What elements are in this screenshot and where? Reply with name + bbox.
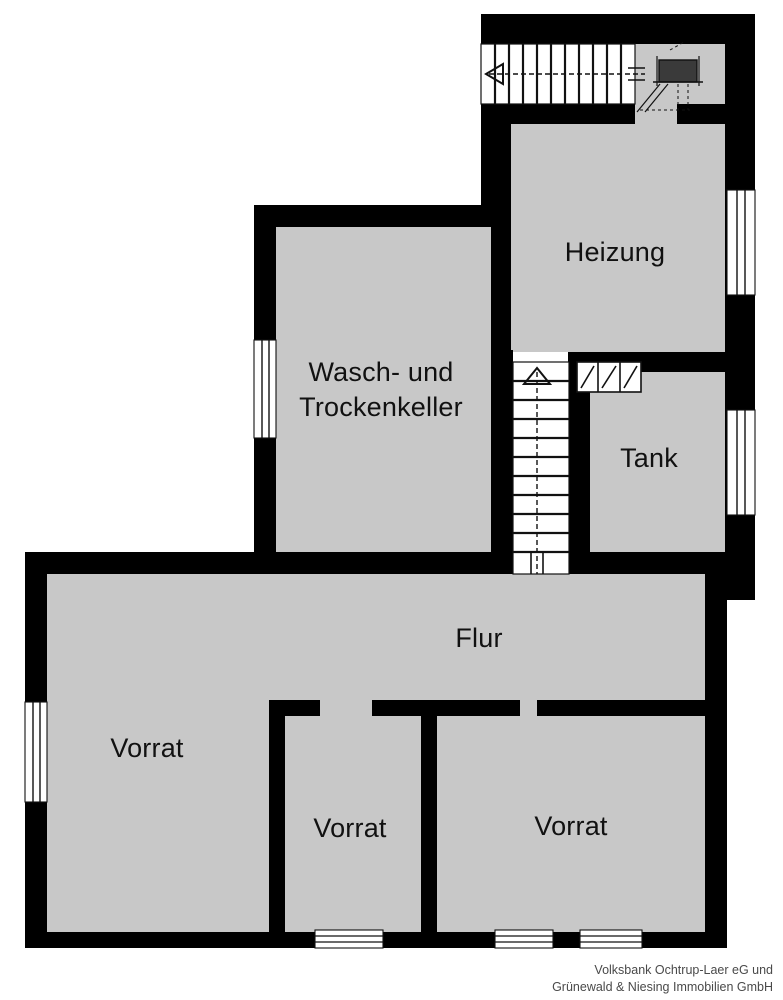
room-label-vorrat-1: Vorrat bbox=[110, 733, 184, 763]
room-labels: Heizung Tank Wasch- und Trockenkeller Fl… bbox=[110, 237, 678, 843]
room-fill-door-gap-a bbox=[269, 600, 285, 678]
room-fill-vorrat-2 bbox=[285, 716, 421, 932]
room-label-waschkeller-line1: Wasch- und bbox=[308, 357, 453, 387]
room-fill-vorrat-3 bbox=[437, 716, 705, 932]
stair-upper-direction-arrow bbox=[484, 62, 504, 86]
window-right-tank bbox=[726, 409, 756, 516]
stair-center bbox=[512, 361, 570, 575]
window-right-heizung bbox=[726, 189, 756, 296]
stair-center-direction-arrow bbox=[521, 366, 553, 385]
room-fill-heizung-lower bbox=[513, 300, 725, 352]
room-fill-tank bbox=[590, 372, 725, 552]
window-left-waschkeller bbox=[253, 339, 277, 439]
room-label-vorrat-2: Vorrat bbox=[313, 813, 387, 843]
windows bbox=[24, 189, 756, 949]
footer-credit-line-1: Volksbank Ochtrup-Laer eG und bbox=[594, 963, 773, 977]
room-label-vorrat-3: Vorrat bbox=[534, 811, 608, 841]
window-bottom-2 bbox=[494, 929, 554, 949]
room-fill-landing-drop bbox=[635, 104, 677, 124]
room-label-waschkeller-line2: Trockenkeller bbox=[299, 392, 463, 422]
room-fill-door-gap-c bbox=[520, 700, 537, 716]
window-left-vorrat bbox=[24, 701, 48, 803]
room-label-tank: Tank bbox=[620, 443, 678, 473]
room-fill-waschkeller bbox=[276, 227, 491, 552]
room-fills bbox=[47, 44, 725, 932]
room-label-heizung: Heizung bbox=[565, 237, 665, 267]
window-bottom-3 bbox=[579, 929, 643, 949]
window-bottom-1 bbox=[314, 929, 384, 949]
heating-unit-icon bbox=[576, 361, 642, 393]
room-fill-door-gap-b bbox=[320, 700, 372, 716]
room-label-waschkeller: Wasch- und Trockenkeller bbox=[299, 357, 463, 422]
room-fill-vorrat-1 bbox=[47, 574, 269, 932]
footer-credit: Volksbank Ochtrup-Laer eG und Grünewald … bbox=[552, 962, 773, 995]
room-label-flur: Flur bbox=[455, 623, 502, 653]
roof-hatch-icon bbox=[636, 41, 703, 113]
stair-upper bbox=[480, 43, 645, 105]
footer-credit-line-2: Grünewald & Niesing Immobilien GmbH bbox=[552, 979, 773, 994]
